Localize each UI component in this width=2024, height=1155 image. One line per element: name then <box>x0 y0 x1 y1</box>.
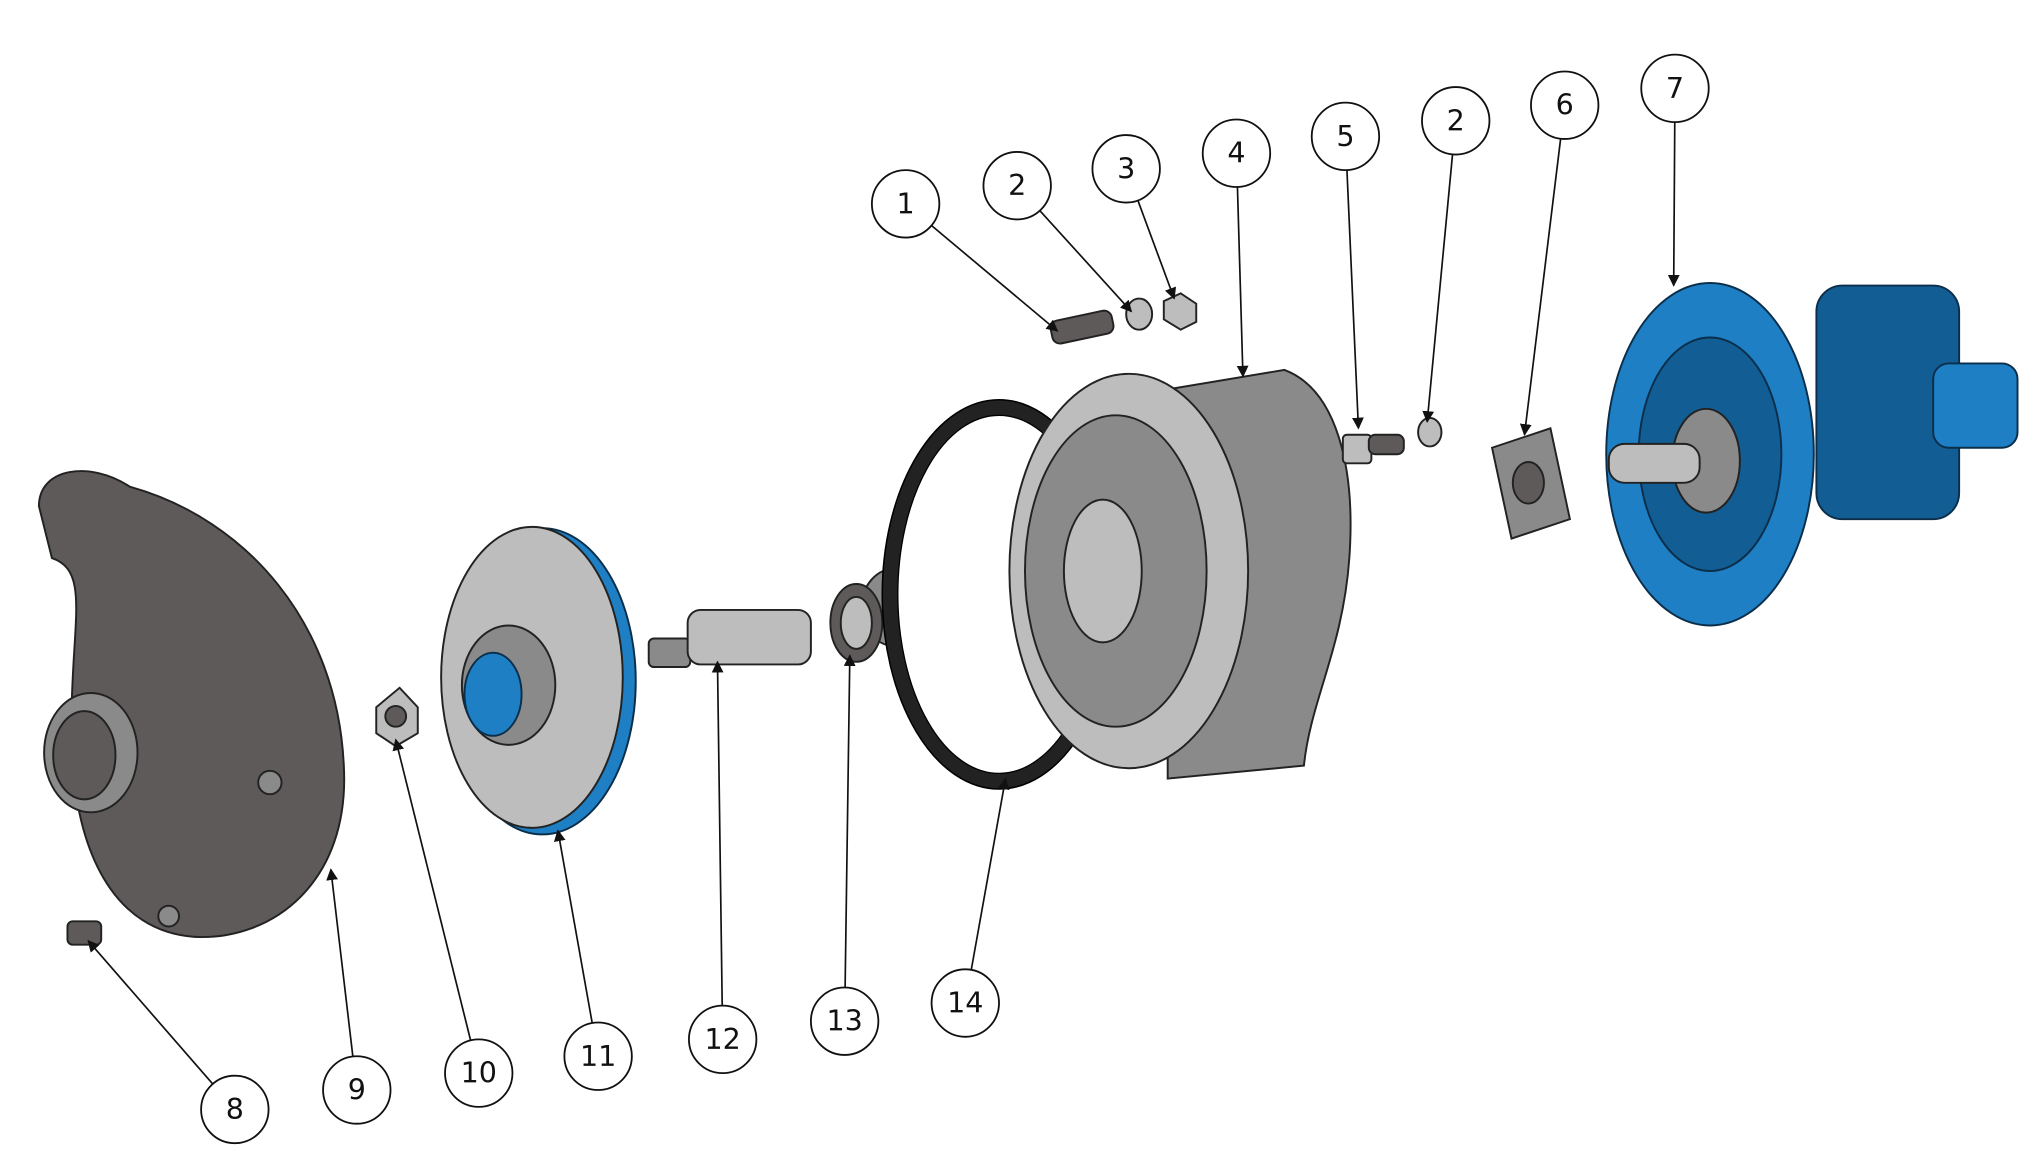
leader-line <box>326 868 354 1057</box>
leader-line <box>1519 138 1562 436</box>
adapter-bracket <box>1008 368 1352 780</box>
leader-line <box>87 939 214 1085</box>
balloon-label: 5 <box>1336 120 1354 153</box>
balloon-callout-7: 7 <box>1640 53 1710 124</box>
balloon-callout-6: 6 <box>1530 70 1600 140</box>
motor <box>1605 282 2019 627</box>
balloon-callout-3: 3 <box>1091 134 1161 204</box>
bolt-washer <box>1341 416 1443 465</box>
balloon-callout-2: 2 <box>982 151 1052 221</box>
balloon-callout-12: 12 <box>688 1004 758 1075</box>
leader-line <box>970 777 1010 971</box>
balloon-callout-4: 4 <box>1201 118 1272 188</box>
balloon-label: 2 <box>1447 104 1465 137</box>
balloon-label: 6 <box>1556 89 1574 122</box>
balloon-label: 4 <box>1227 137 1245 170</box>
balloon-label: 11 <box>580 1040 616 1073</box>
leader-line <box>1137 200 1177 300</box>
balloon-callout-2: 2 <box>1421 86 1491 156</box>
leader-line <box>843 654 856 988</box>
leader-line <box>930 224 1059 332</box>
balloon-label: 8 <box>226 1093 244 1126</box>
impeller <box>440 525 637 836</box>
leader-line <box>1667 122 1680 287</box>
balloon-label: 2 <box>1008 169 1026 202</box>
leader-line <box>1346 170 1364 430</box>
leader-line <box>1236 186 1249 378</box>
balloon-label: 9 <box>348 1073 366 1106</box>
balloon-callout-1: 1 <box>870 169 941 239</box>
balloon-label: 13 <box>826 1005 862 1038</box>
balloon-callout-5: 5 <box>1310 101 1381 172</box>
leader-line <box>392 738 472 1041</box>
balloon-callout-11: 11 <box>563 1021 633 1091</box>
balloon-callout-14: 14 <box>930 968 1000 1038</box>
leader-line <box>1039 210 1133 313</box>
balloon-callout-13: 13 <box>809 986 880 1056</box>
balloon-label: 3 <box>1117 152 1135 185</box>
leader-line <box>553 829 594 1024</box>
balloon-callout-8: 8 <box>200 1074 270 1145</box>
shaft-sleeve <box>647 608 812 668</box>
drain-plug <box>66 920 103 946</box>
balloon-callout-10: 10 <box>444 1038 514 1108</box>
stud-washer-nut <box>1049 292 1198 345</box>
balloon-label: 10 <box>461 1057 497 1090</box>
leader-line <box>1422 154 1454 423</box>
balloon-callout-9: 9 <box>322 1055 392 1125</box>
balloon-label: 1 <box>897 187 915 220</box>
balloon-label: 14 <box>947 987 983 1020</box>
balloon-label: 12 <box>705 1023 741 1056</box>
impeller-nut <box>375 686 419 748</box>
volute-casing <box>37 470 346 938</box>
shaft-clamp <box>1490 427 1572 540</box>
balloon-label: 7 <box>1666 72 1684 105</box>
leader-line <box>711 660 724 1006</box>
